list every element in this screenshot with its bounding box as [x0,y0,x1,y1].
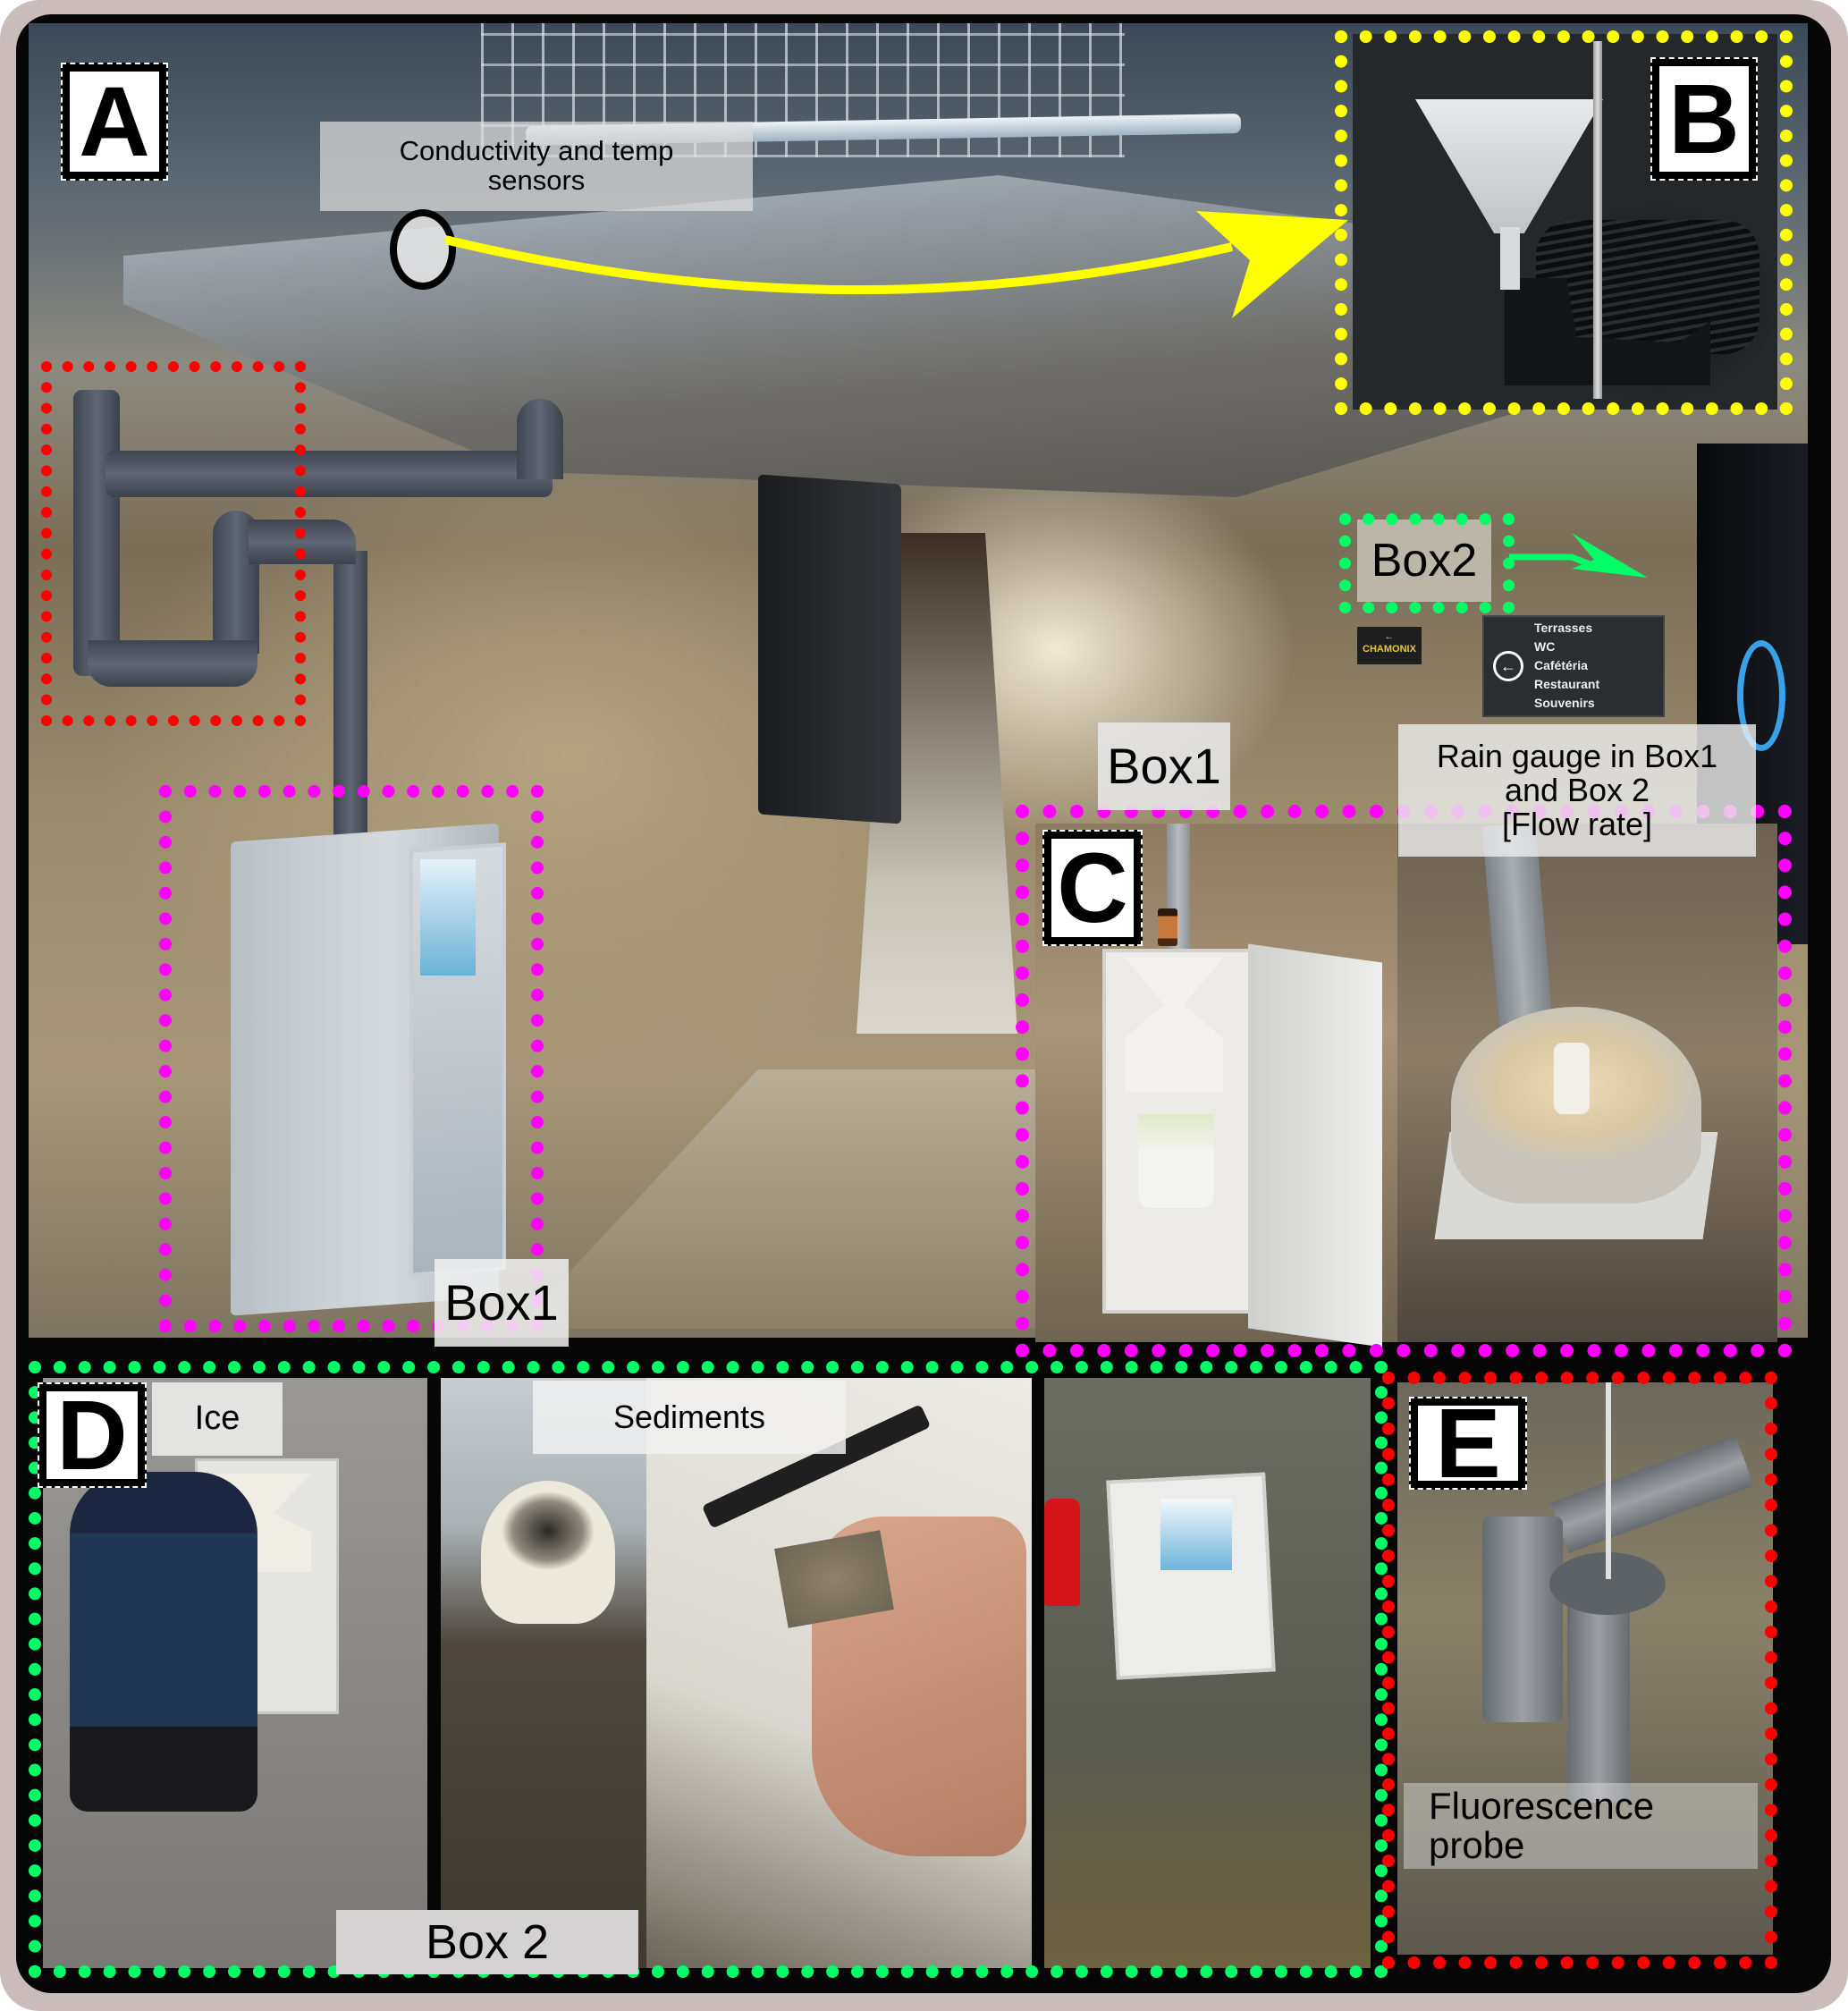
column-logo-icon [1737,640,1785,751]
rain-gauge-line3: [Flow rate] [1501,805,1653,842]
sensor-marker-icon [390,209,456,290]
fluorescence-label: Fluorescence probe [1404,1783,1758,1869]
threaded-rod [1593,41,1602,399]
box2-label: Box2 [1357,520,1491,602]
panel-b-frame [1335,30,1793,415]
panel-e-frame [1382,1372,1777,1969]
box1-label: Box1 [435,1259,569,1347]
box2-bottom-label: Box 2 [336,1910,638,1974]
sediments-label-text: Sediments [612,1398,766,1436]
panel-letter: D [56,1380,128,1491]
e-inlet-pipe [1482,1517,1563,1722]
sensors-label: Conductivity and temp sensors [320,122,753,211]
sign-item: Cafétéria [1534,658,1588,672]
probe-housing [1567,1606,1630,1803]
fire-extinguisher [1044,1499,1080,1606]
arrow-left-icon: ← [1493,651,1523,681]
drain-pipe-horizontal [105,451,553,497]
drain-pipe-vertical [73,390,120,676]
green-arrow-icon [1509,533,1648,578]
divider [427,1378,440,1968]
sign-item: Souvenirs [1534,696,1595,710]
rain-gauge-line2: and Box 2 [1504,772,1650,809]
box1-c-label: Box1 [1098,722,1230,810]
siphon-bottom [88,640,257,687]
drain-pipe-bend [517,399,563,479]
sediments-photo-funnel [441,1378,646,1968]
tipping-bucket [1554,1043,1590,1114]
sign-item: WC [1534,639,1556,654]
panel-label-b: B [1650,57,1758,181]
ice-label: Ice [152,1382,283,1456]
figure-canvas: ← CHAMONIX ← Terrasses WC Cafétéria Rest… [16,14,1831,1993]
sign-item: Terrasses [1534,621,1593,635]
info-panel [758,474,901,824]
chamonix-sign-text: CHAMONIX [1363,644,1416,655]
rain-gauge-line1: Rain gauge in Box1 [1436,738,1718,775]
panel-letter: C [1057,832,1128,943]
sediment-funnel [481,1481,615,1624]
box1-c-label-text: Box1 [1107,737,1221,794]
edytem-poster [420,859,476,976]
probe-rope [1606,1382,1611,1579]
yellow-arrow-icon [445,211,1348,318]
box2-bottom-label-text: Box 2 [425,1914,550,1969]
panel-label-e: E [1409,1389,1527,1499]
collection-bucket [1138,1114,1214,1208]
edytem-poster-box2 [1160,1499,1232,1570]
panel-label-d: D [38,1381,147,1491]
sensors-label-line2: sensors [487,165,586,196]
sign-item: Restaurant [1534,677,1600,691]
fluorescence-line1: Fluorescence [1429,1784,1655,1827]
sediments-label: Sediments [533,1381,846,1454]
rain-gauge-label: Rain gauge in Box1 and Box 2 [Flow rate] [1398,724,1756,857]
fluorescence-line2: probe [1429,1824,1525,1866]
ice-label-text: Ice [194,1399,240,1438]
sample-bottle [1158,908,1177,946]
box1-label-text: Box1 [444,1273,559,1331]
funnel-neck [1500,227,1520,290]
box1-highlight-frame [159,785,544,1332]
sensors-label-line1: Conductivity and temp [399,135,674,167]
panel-letter: E [1435,1388,1501,1499]
arrow-left-icon: ← [1384,631,1395,642]
chamonix-sign: ← CHAMONIX [1357,627,1422,664]
panel-label-a: A [61,63,168,181]
panel-label-c: C [1042,830,1143,946]
divider [1032,1378,1044,1968]
box2-label-text: Box2 [1371,534,1478,587]
siphon-highlight-frame [41,361,306,726]
panel-letter: B [1668,63,1740,174]
box2-highlight-frame [1339,513,1515,613]
direction-sign: ← Terrasses WC Cafétéria Restaurant Souv… [1482,615,1665,717]
technician [70,1472,257,1812]
panel-letter: A [79,66,150,177]
